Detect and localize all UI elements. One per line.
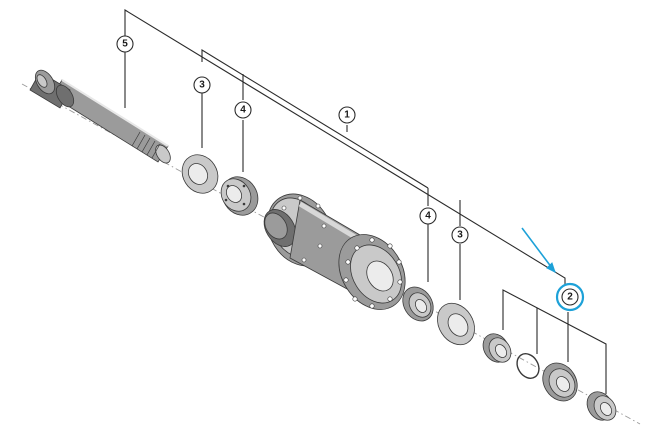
lock-nut-right xyxy=(402,286,434,322)
snap-ring xyxy=(516,353,540,379)
svg-text:3: 3 xyxy=(199,80,205,91)
hub-shell xyxy=(263,193,406,310)
leader-lines xyxy=(124,9,607,394)
callout-4-right[interactable]: 4 xyxy=(419,207,437,225)
axle-part xyxy=(29,69,171,164)
seal-ring-left xyxy=(181,154,219,194)
svg-text:4: 4 xyxy=(240,105,246,116)
highlight-arrow xyxy=(521,227,556,273)
callout-2-highlighted[interactable]: 2 xyxy=(555,282,585,312)
bearing-cone xyxy=(542,362,578,402)
bearing-cup xyxy=(482,333,512,363)
callout-3-right[interactable]: 3 xyxy=(451,226,469,244)
svg-text:2: 2 xyxy=(567,292,573,303)
callout-5[interactable]: 5 xyxy=(116,35,134,53)
seal-ring-right xyxy=(437,302,475,346)
callout-4-left[interactable]: 4 xyxy=(234,101,252,119)
callout-3-left[interactable]: 3 xyxy=(193,76,211,94)
lock-nut-left xyxy=(220,176,259,216)
callout-1[interactable]: 1 xyxy=(338,106,356,124)
svg-text:5: 5 xyxy=(122,39,128,50)
end-cap xyxy=(586,391,617,421)
svg-text:1: 1 xyxy=(344,110,350,121)
svg-text:4: 4 xyxy=(425,211,431,222)
svg-text:3: 3 xyxy=(457,230,463,241)
